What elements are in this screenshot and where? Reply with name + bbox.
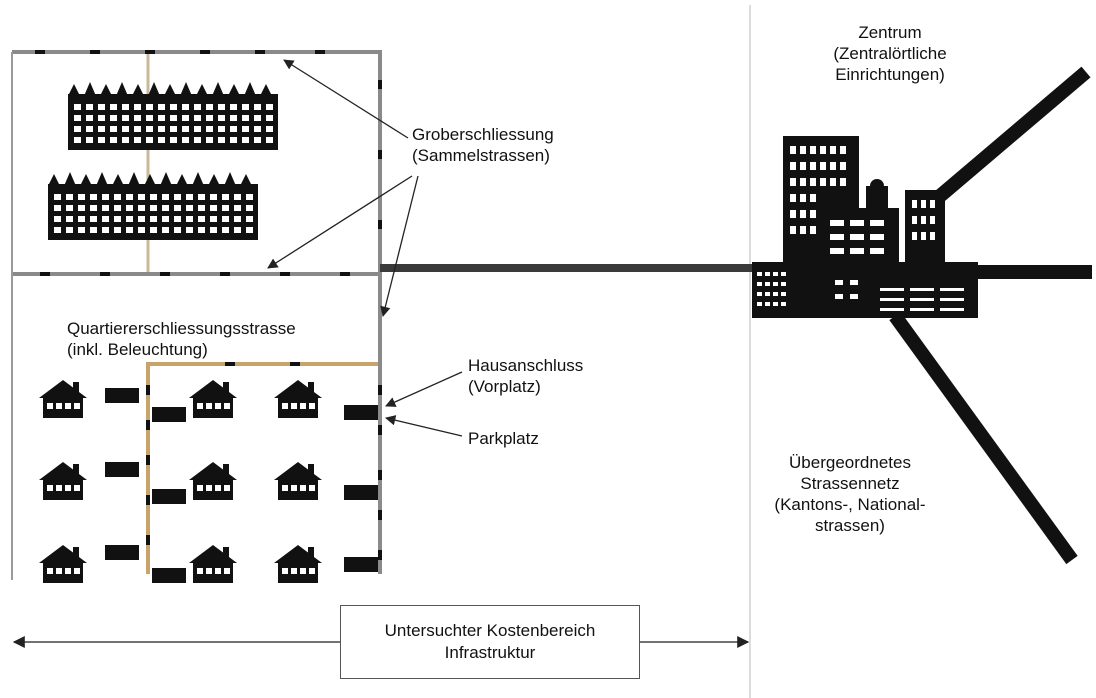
house-icon <box>39 545 87 583</box>
strassennetz-label: Übergeordnetes Strassennetz (Kantons-, N… <box>774 453 926 535</box>
hausanschluss-label: Hausanschluss (Vorplatz) <box>468 356 584 396</box>
parking-spot-icon <box>105 462 139 477</box>
parking-spot-icon <box>344 557 378 572</box>
parking-spot-icon <box>152 489 186 504</box>
house-icon <box>189 462 237 500</box>
parking-spot-icon <box>105 388 139 403</box>
parking-spot-icon <box>105 545 139 560</box>
cost-range-subtitle: Infrastruktur <box>444 643 536 662</box>
house-icon <box>274 380 322 418</box>
house-icon <box>189 545 237 583</box>
pointer-arrows <box>267 59 463 437</box>
groberschliessung-label: Groberschliessung (Sammelstrassen) <box>412 125 554 165</box>
apartment-block-icon <box>48 172 258 240</box>
local-street <box>146 362 380 574</box>
city-center-icon <box>752 136 978 318</box>
house-icon <box>274 545 322 583</box>
highway-network <box>889 66 1092 565</box>
house-icon <box>274 462 322 500</box>
house-icon <box>39 380 87 418</box>
parkplatz-label: Parkplatz <box>468 429 539 448</box>
collector-roads <box>11 50 382 276</box>
zentrum-label: Zentrum (Zentralörtliche Einrichtungen) <box>833 23 947 84</box>
quartier-street-label: Quartiererschliessungsstrasse (inkl. Bel… <box>67 319 296 359</box>
street-lights-top <box>35 50 382 276</box>
house-icon <box>39 462 87 500</box>
apartment-block-icon <box>68 82 278 150</box>
street-lights-local <box>146 362 382 560</box>
cost-range-title: Untersuchter Kostenbereich <box>384 621 596 640</box>
parking-spot-icon <box>152 568 186 583</box>
parking-spot-icon <box>344 405 378 420</box>
parking-spot-icon <box>344 485 378 500</box>
parking-spot-icon <box>152 407 186 422</box>
cost-range-box: Untersuchter Kostenbereich Infrastruktur <box>340 605 640 679</box>
parking-spots <box>105 388 378 583</box>
house-icon <box>189 380 237 418</box>
